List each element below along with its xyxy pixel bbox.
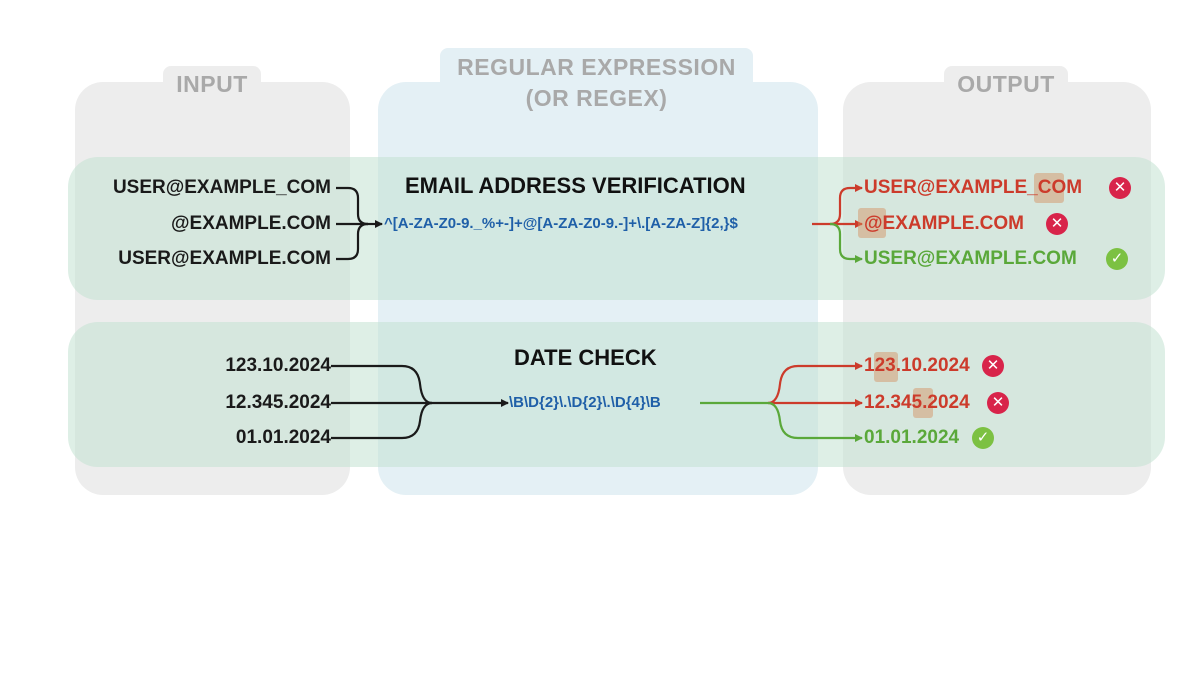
email-error-highlight-2 xyxy=(858,208,886,238)
email-regex-pattern: ^[A-ZA-Z0-9._%+-]+@[A-ZA-Z0-9.-]+\.[A-ZA… xyxy=(384,215,738,232)
email-output-3: USER@EXAMPLE.COM xyxy=(864,248,1077,269)
email-section-title: EMAIL ADDRESS VERIFICATION xyxy=(405,173,746,198)
input-header: INPUT xyxy=(163,66,261,102)
date-input-2: 12.345.2024 xyxy=(225,392,331,413)
date-error-highlight-1 xyxy=(874,352,898,382)
email-output-2: @EXAMPLE.COM xyxy=(864,213,1024,234)
email-error-highlight-1 xyxy=(1034,173,1064,203)
date-regex-pattern: \B\D{2}\.\D{2}\.\D{4}\B xyxy=(509,394,661,411)
date-error-highlight-2 xyxy=(913,388,933,418)
email-output-1: USER@EXAMPLE_COM xyxy=(864,177,1083,198)
cross-circle-icon: ✕ xyxy=(1109,177,1131,199)
regex-header: REGULAR EXPRESSION (OR REGEX) xyxy=(440,48,753,118)
date-output-3: 01.01.2024 xyxy=(864,427,960,448)
check-circle-icon: ✓ xyxy=(1106,248,1128,270)
cross-circle-icon: ✕ xyxy=(982,355,1004,377)
date-output-2: 12.345.2024 xyxy=(864,392,970,413)
date-input-connectors xyxy=(331,364,509,440)
cross-circle-icon: ✕ xyxy=(1046,213,1068,235)
check-circle-icon: ✓ xyxy=(972,427,994,449)
date-input-3: 01.01.2024 xyxy=(235,427,331,448)
email-row-band xyxy=(68,157,1165,300)
regex-header-line2: (OR REGEX) xyxy=(525,85,668,111)
date-section-title: DATE CHECK xyxy=(514,345,657,370)
date-output-1: 123.10.2024 xyxy=(864,355,970,376)
email-input-2: @EXAMPLE.COM xyxy=(171,213,331,234)
date-input-1: 123.10.2024 xyxy=(225,355,331,376)
email-input-connectors xyxy=(336,186,383,261)
regex-header-line1: REGULAR EXPRESSION xyxy=(457,54,736,80)
email-input-3: USER@EXAMPLE.COM xyxy=(118,248,331,269)
email-output-connectors xyxy=(812,184,863,263)
email-input-1: USER@EXAMPLE_COM xyxy=(112,177,331,198)
date-output-connectors xyxy=(700,362,863,442)
cross-circle-icon: ✕ xyxy=(987,392,1009,414)
output-header: OUTPUT xyxy=(944,66,1068,102)
